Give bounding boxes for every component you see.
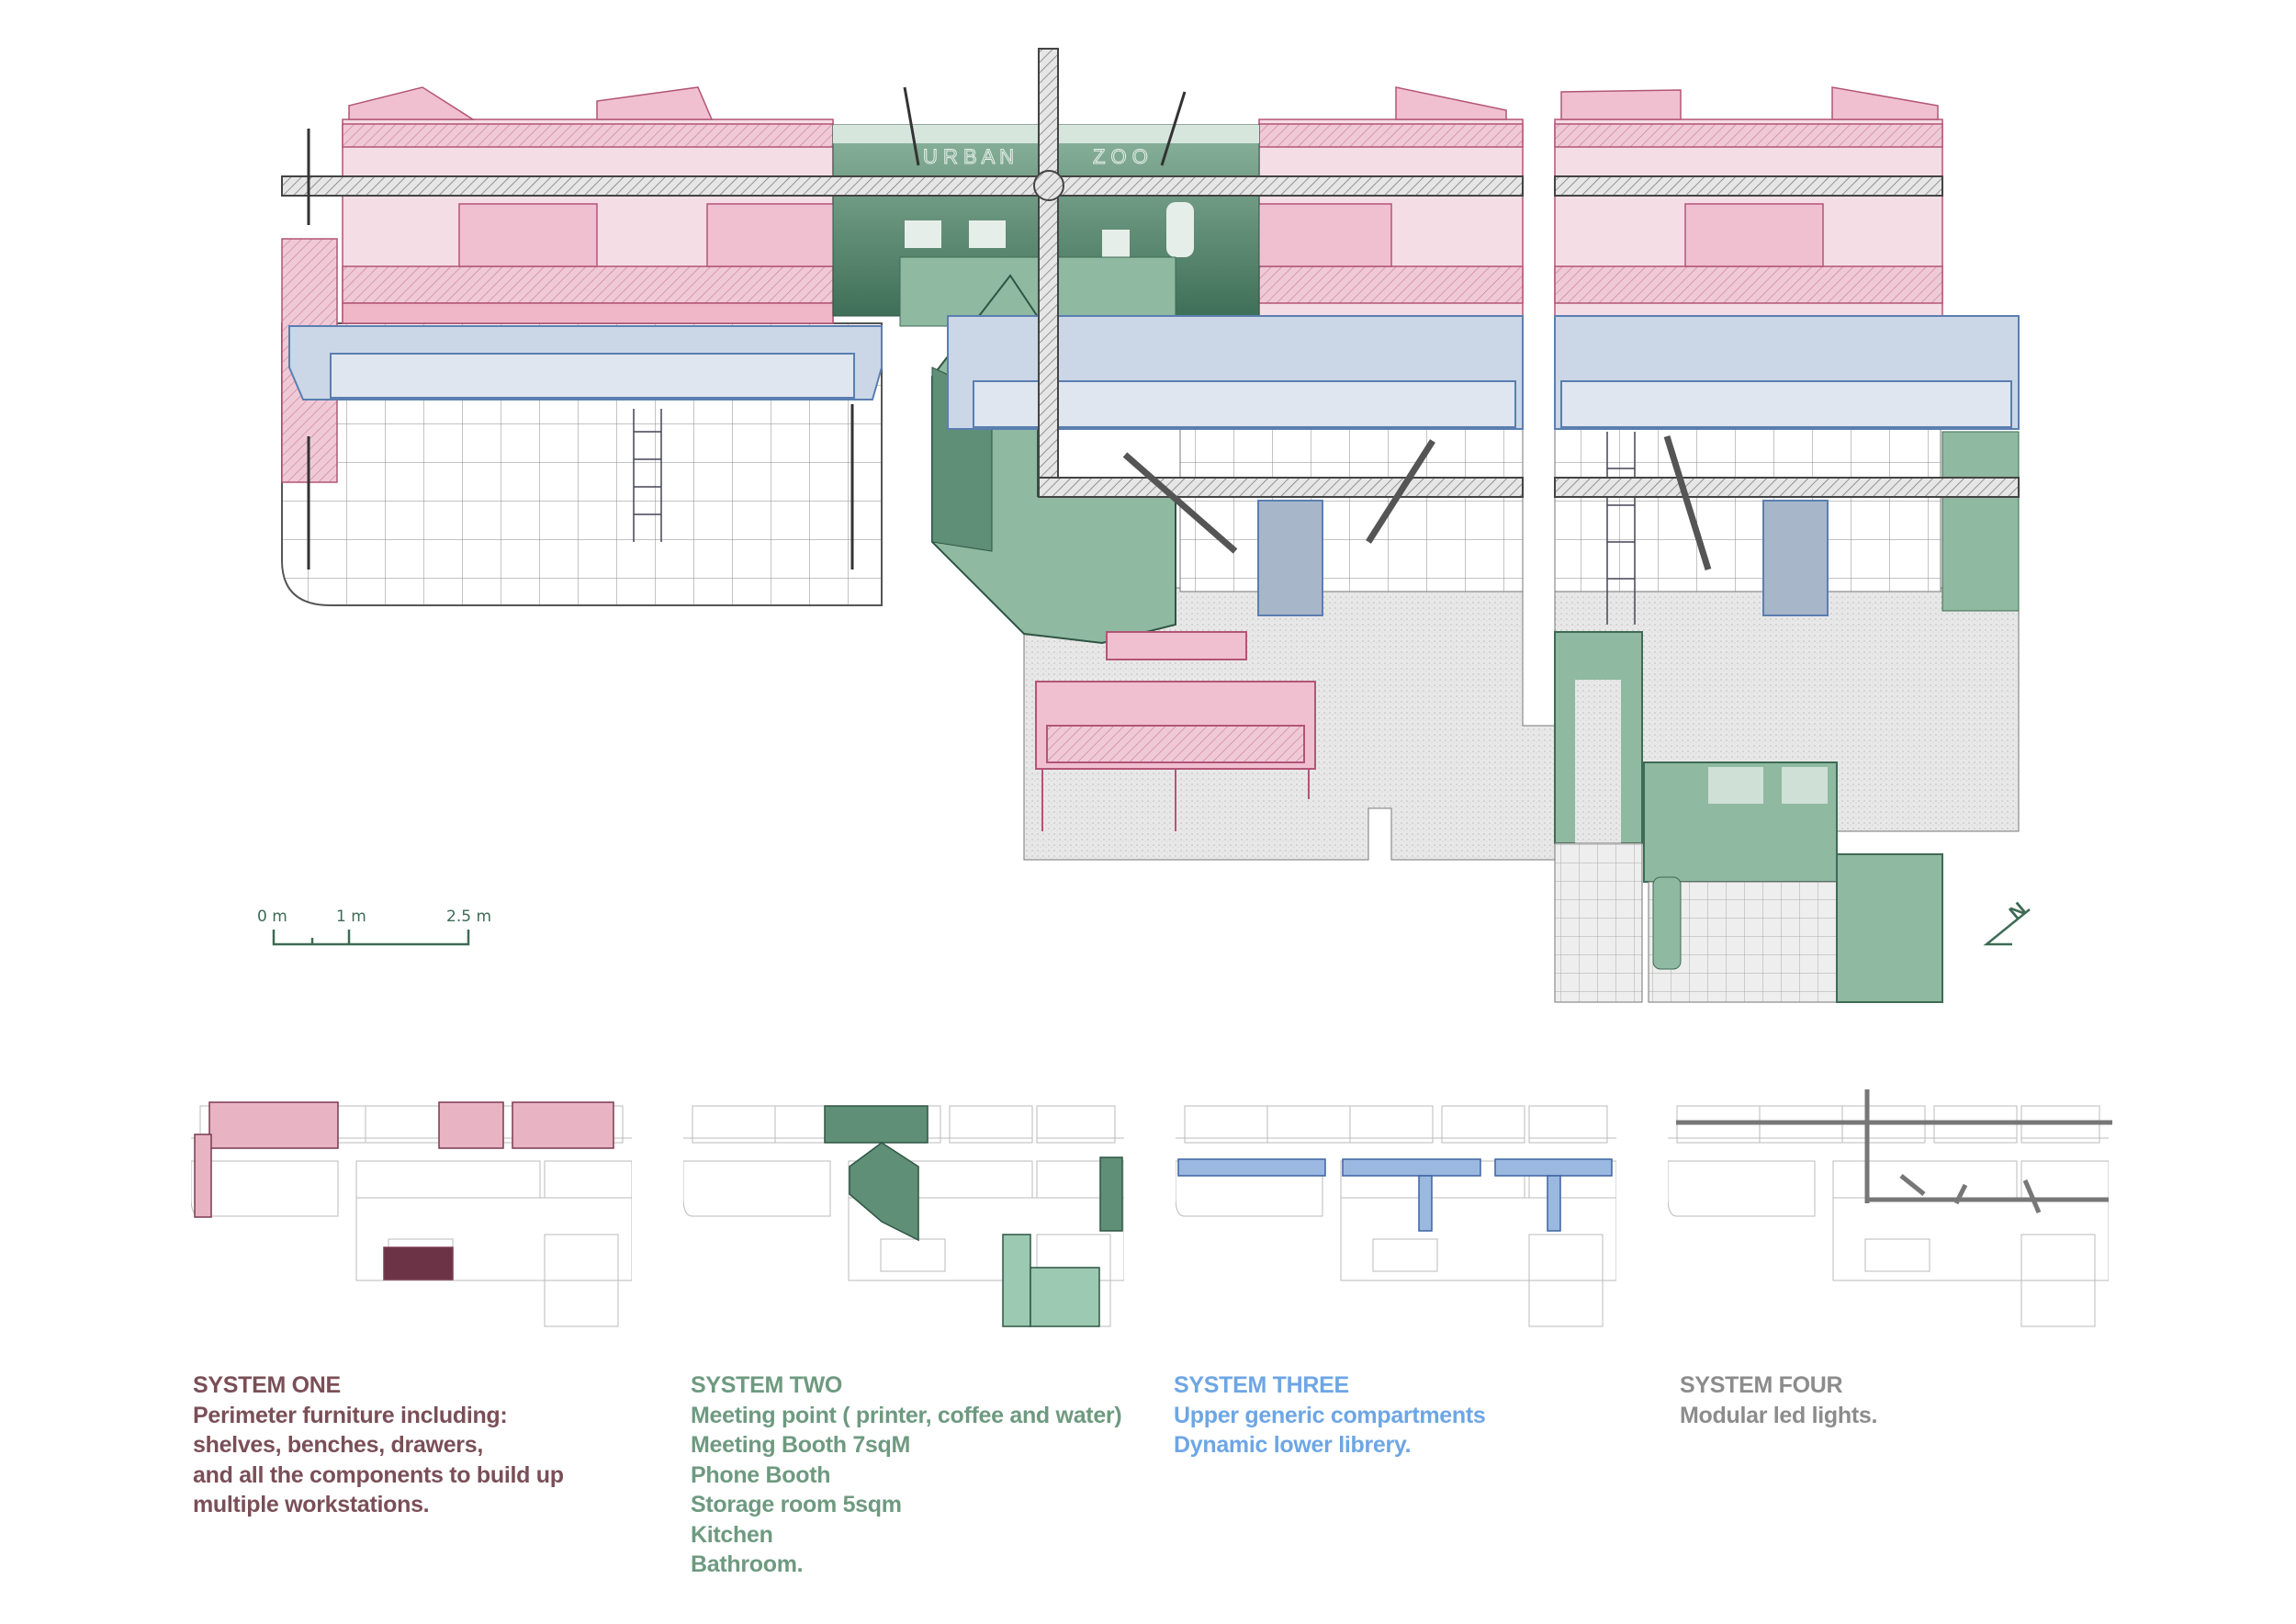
legend-line: and all the components to build up: [193, 1461, 564, 1488]
scale-bar: 0 m 1 m 2.5 m: [257, 908, 491, 946]
kitchen-bathroom: [1554, 631, 1943, 1003]
legend-line: Upper generic compartments: [1174, 1402, 1486, 1428]
legend-title: SYSTEM FOUR: [1680, 1372, 1843, 1398]
legend-title: SYSTEM TWO: [691, 1372, 843, 1398]
system-one-workstation-table: [1035, 631, 1316, 831]
legend-line: Perimeter furniture including:: [193, 1402, 508, 1428]
legend-system-four: SYSTEM FOUR Modular led lights.: [1680, 1370, 1877, 1430]
legend-line: Kitchen: [691, 1521, 773, 1548]
sink-icon: [1782, 767, 1828, 804]
stove-icon: [1708, 767, 1763, 804]
scale-label-2: 2.5 m: [446, 908, 491, 926]
system-one-perimeter-furniture: [281, 86, 1943, 483]
scale-label-1: 1 m: [336, 908, 366, 926]
legend-line: Bathroom.: [691, 1551, 804, 1577]
legend-title: SYSTEM THREE: [1174, 1372, 1349, 1398]
legend-line: Dynamic lower librery.: [1174, 1432, 1412, 1458]
concrete-floor: [1023, 587, 1556, 1001]
legend-line: Phone Booth: [691, 1461, 831, 1488]
sign-urban: U R B A N: [923, 145, 1014, 168]
legend-line: multiple workstations.: [193, 1492, 430, 1517]
thumbnail-system-two: [683, 1105, 1124, 1327]
thumbnail-system-four: [1668, 1089, 2112, 1327]
legend-line: Modular led lights.: [1680, 1402, 1878, 1428]
system-four-led-lights: [281, 48, 2020, 571]
system-three-upper-compartments: [288, 315, 2020, 625]
legend-line: Storage room 5sqm: [691, 1492, 902, 1517]
coffee-machine-icon: [1102, 230, 1130, 257]
sign-zoo: Z O O: [1093, 145, 1148, 168]
lower-library: [1257, 500, 1323, 616]
thumbnail-system-one: [191, 1101, 632, 1327]
legend-line: Meeting point ( printer, coffee and wate…: [691, 1402, 1122, 1428]
printer-icon: [905, 220, 941, 248]
toilet-icon: [1652, 876, 1682, 970]
legend-title: SYSTEM ONE: [193, 1372, 341, 1398]
legend-system-one: SYSTEM ONE Perimeter furniture including…: [193, 1370, 564, 1520]
lower-library: [1762, 500, 1829, 616]
north-arrow-icon: N: [1983, 897, 2031, 946]
legend-line: shelves, benches, drawers,: [193, 1432, 483, 1458]
legend-line: Meeting Booth 7sqM: [691, 1432, 911, 1458]
legend-system-two: SYSTEM TWO Meeting point ( printer, coff…: [691, 1370, 1122, 1580]
north-label: N: [2005, 897, 2031, 924]
legend-system-three: SYSTEM THREE Upper generic compartments …: [1174, 1370, 1486, 1460]
scale-label-0: 0 m: [257, 908, 287, 926]
thumbnail-system-three: [1176, 1105, 1616, 1327]
water-dispenser-icon: [1166, 202, 1194, 257]
